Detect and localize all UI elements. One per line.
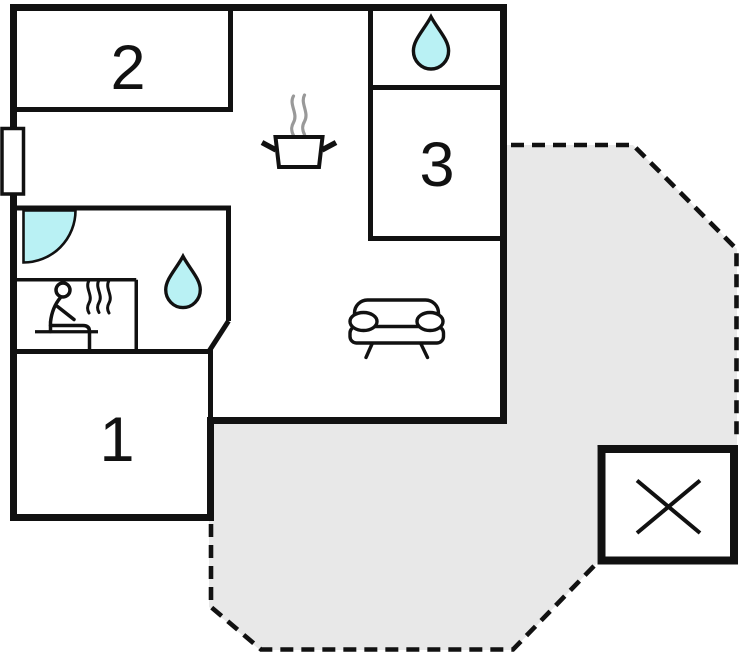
person-leg [48,323,92,352]
cross-marker-annex [597,445,738,565]
person-head [54,281,72,299]
steam-wave [301,93,308,137]
cooking-pot-icon [260,93,338,169]
terrace-dash-bottom-left [208,522,596,652]
cross-marker-icon [635,478,702,535]
pot-handle-left [260,140,278,153]
room-3-label: 3 [419,130,454,200]
person-arm [55,304,76,322]
person-back [48,295,63,334]
sofa-arm-right [415,310,445,333]
sofa-leg-left [364,342,374,360]
heat-wave [106,279,112,315]
sofa-icon [348,298,446,360]
steam-wave [290,94,297,138]
sofa-arm-left [348,310,379,333]
sofa-leg-right [419,342,430,360]
wall-bathroom-diagonal [207,319,231,352]
terrace-area [209,145,737,650]
terrace-dashed-border [208,142,739,652]
room-labels: 2 3 1 [99,33,454,475]
heat-waves-icon [86,278,112,315]
room-2-label: 2 [110,33,145,103]
sofa-seat [348,324,446,345]
pot-body [273,135,325,169]
window-marker [0,126,26,196]
heat-wave [86,279,92,315]
cross-line [635,478,702,535]
pot-handles [260,140,338,153]
pot-handle-right [320,140,338,153]
door-swing-icon [22,209,77,264]
interior-walls [14,8,503,420]
sauna-area [14,278,138,352]
outer-walls [10,4,507,521]
room-1-label: 1 [99,405,134,475]
heat-wave [96,278,102,314]
terrace-dash-top-right [511,142,739,441]
steam-icon [290,93,308,138]
sauna-person-icon [48,281,92,352]
